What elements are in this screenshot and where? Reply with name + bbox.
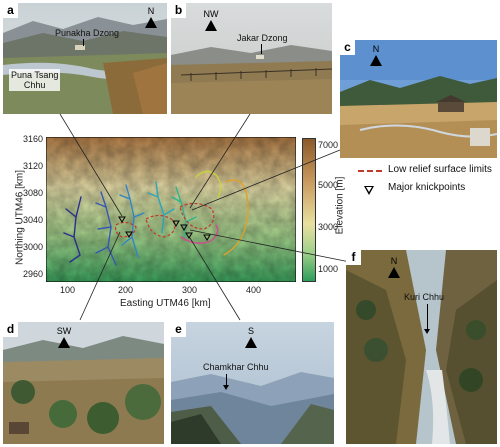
relief-map: Northing UTM46 [km] 3160 3120 3080 3040 …	[0, 130, 346, 320]
panel-label-c: c	[340, 40, 355, 55]
map-y-tick: 3000	[23, 242, 44, 252]
photo-c-landscape	[340, 40, 497, 158]
north-text-d: SW	[56, 326, 72, 336]
annotation-arrowhead-icon	[223, 385, 229, 390]
colorbar-tick: 3000	[318, 222, 339, 232]
north-arrow-icon	[370, 55, 382, 66]
photo-a-landscape	[3, 3, 167, 114]
map-y-tick: 3160	[23, 134, 44, 144]
panel-label-f: f	[346, 250, 361, 265]
north-arrow-icon	[245, 337, 257, 348]
map-y-tick: 3080	[23, 188, 44, 198]
north-indicator-c: N	[366, 44, 386, 66]
photo-f-gorge	[346, 250, 497, 444]
photo-b-landscape	[171, 3, 332, 114]
map-x-tick: 100	[60, 285, 76, 295]
map-x-tick: 300	[182, 285, 198, 295]
legend-low-relief: Low relief surface limits	[388, 164, 492, 175]
panel-label-d: d	[3, 322, 18, 337]
north-indicator-d: SW	[53, 326, 75, 348]
annotation-arrowhead-icon	[424, 329, 430, 334]
annotation-pointer-line	[83, 39, 84, 46]
annotation-jakar-dzong: Jakar Dzong	[237, 33, 288, 43]
map-y-tick: 3040	[23, 215, 44, 225]
legend-knickpoints: Major knickpoints	[388, 182, 466, 193]
map-y-tick: 3120	[23, 161, 44, 171]
photo-panel-d: d SW	[3, 322, 164, 444]
north-indicator-a: N	[141, 6, 161, 28]
legend-dash-icon	[358, 170, 382, 172]
north-indicator-f: N	[384, 256, 404, 278]
annotation-puna-tsang-chhu: Puna Tsang Chhu	[9, 69, 61, 91]
north-text-f: N	[390, 256, 398, 266]
colorbar-tick: 7000	[318, 140, 339, 150]
north-arrow-icon	[58, 337, 70, 348]
photo-panel-c: c N	[340, 40, 497, 158]
panel-label-b: b	[171, 3, 186, 18]
annotation-pointer-line	[427, 304, 428, 330]
map-x-axis-label: Easting UTM46 [km]	[120, 298, 211, 309]
annotation-pointer-line	[226, 374, 227, 386]
north-indicator-e: S	[241, 326, 261, 348]
annotation-punakha-dzong: Punakha Dzong	[55, 28, 120, 38]
map-x-tick: 400	[246, 285, 262, 295]
photo-panel-a: a N Punakha Dzong Puna Tsang Chhu	[3, 3, 167, 114]
panel-label-e: e	[171, 322, 186, 337]
photo-panel-f: f N Kuri Chhu	[346, 250, 497, 444]
annotation-pointer-line	[261, 44, 262, 54]
annotation-chamkhar-chhu: Chamkhar Chhu	[203, 362, 269, 372]
north-text-c: N	[372, 44, 380, 54]
north-indicator-b: NW	[199, 9, 223, 31]
north-text-e: S	[247, 326, 254, 336]
north-arrow-icon	[388, 267, 400, 278]
map-x-tick: 200	[118, 285, 134, 295]
photo-panel-b: b NW Jakar Dzong	[171, 3, 332, 114]
north-text-b: NW	[203, 9, 219, 19]
photo-panel-e: e S Chamkhar Chhu	[171, 322, 334, 444]
north-text-a: N	[147, 6, 155, 16]
elevation-colorbar	[302, 138, 316, 282]
map-legend: Low relief surface limits Major knickpoi…	[358, 164, 498, 204]
colorbar-label: Elevation [m]	[334, 176, 346, 235]
panel-label-a: a	[3, 3, 18, 18]
map-y-tick: 2960	[23, 269, 44, 279]
annotation-kuri-chhu: Kuri Chhu	[404, 292, 445, 302]
photo-d-landscape	[3, 322, 164, 444]
north-arrow-icon	[145, 17, 157, 28]
north-arrow-icon	[205, 20, 217, 31]
map-terrain	[46, 137, 296, 282]
colorbar-tick: 1000	[318, 264, 339, 274]
